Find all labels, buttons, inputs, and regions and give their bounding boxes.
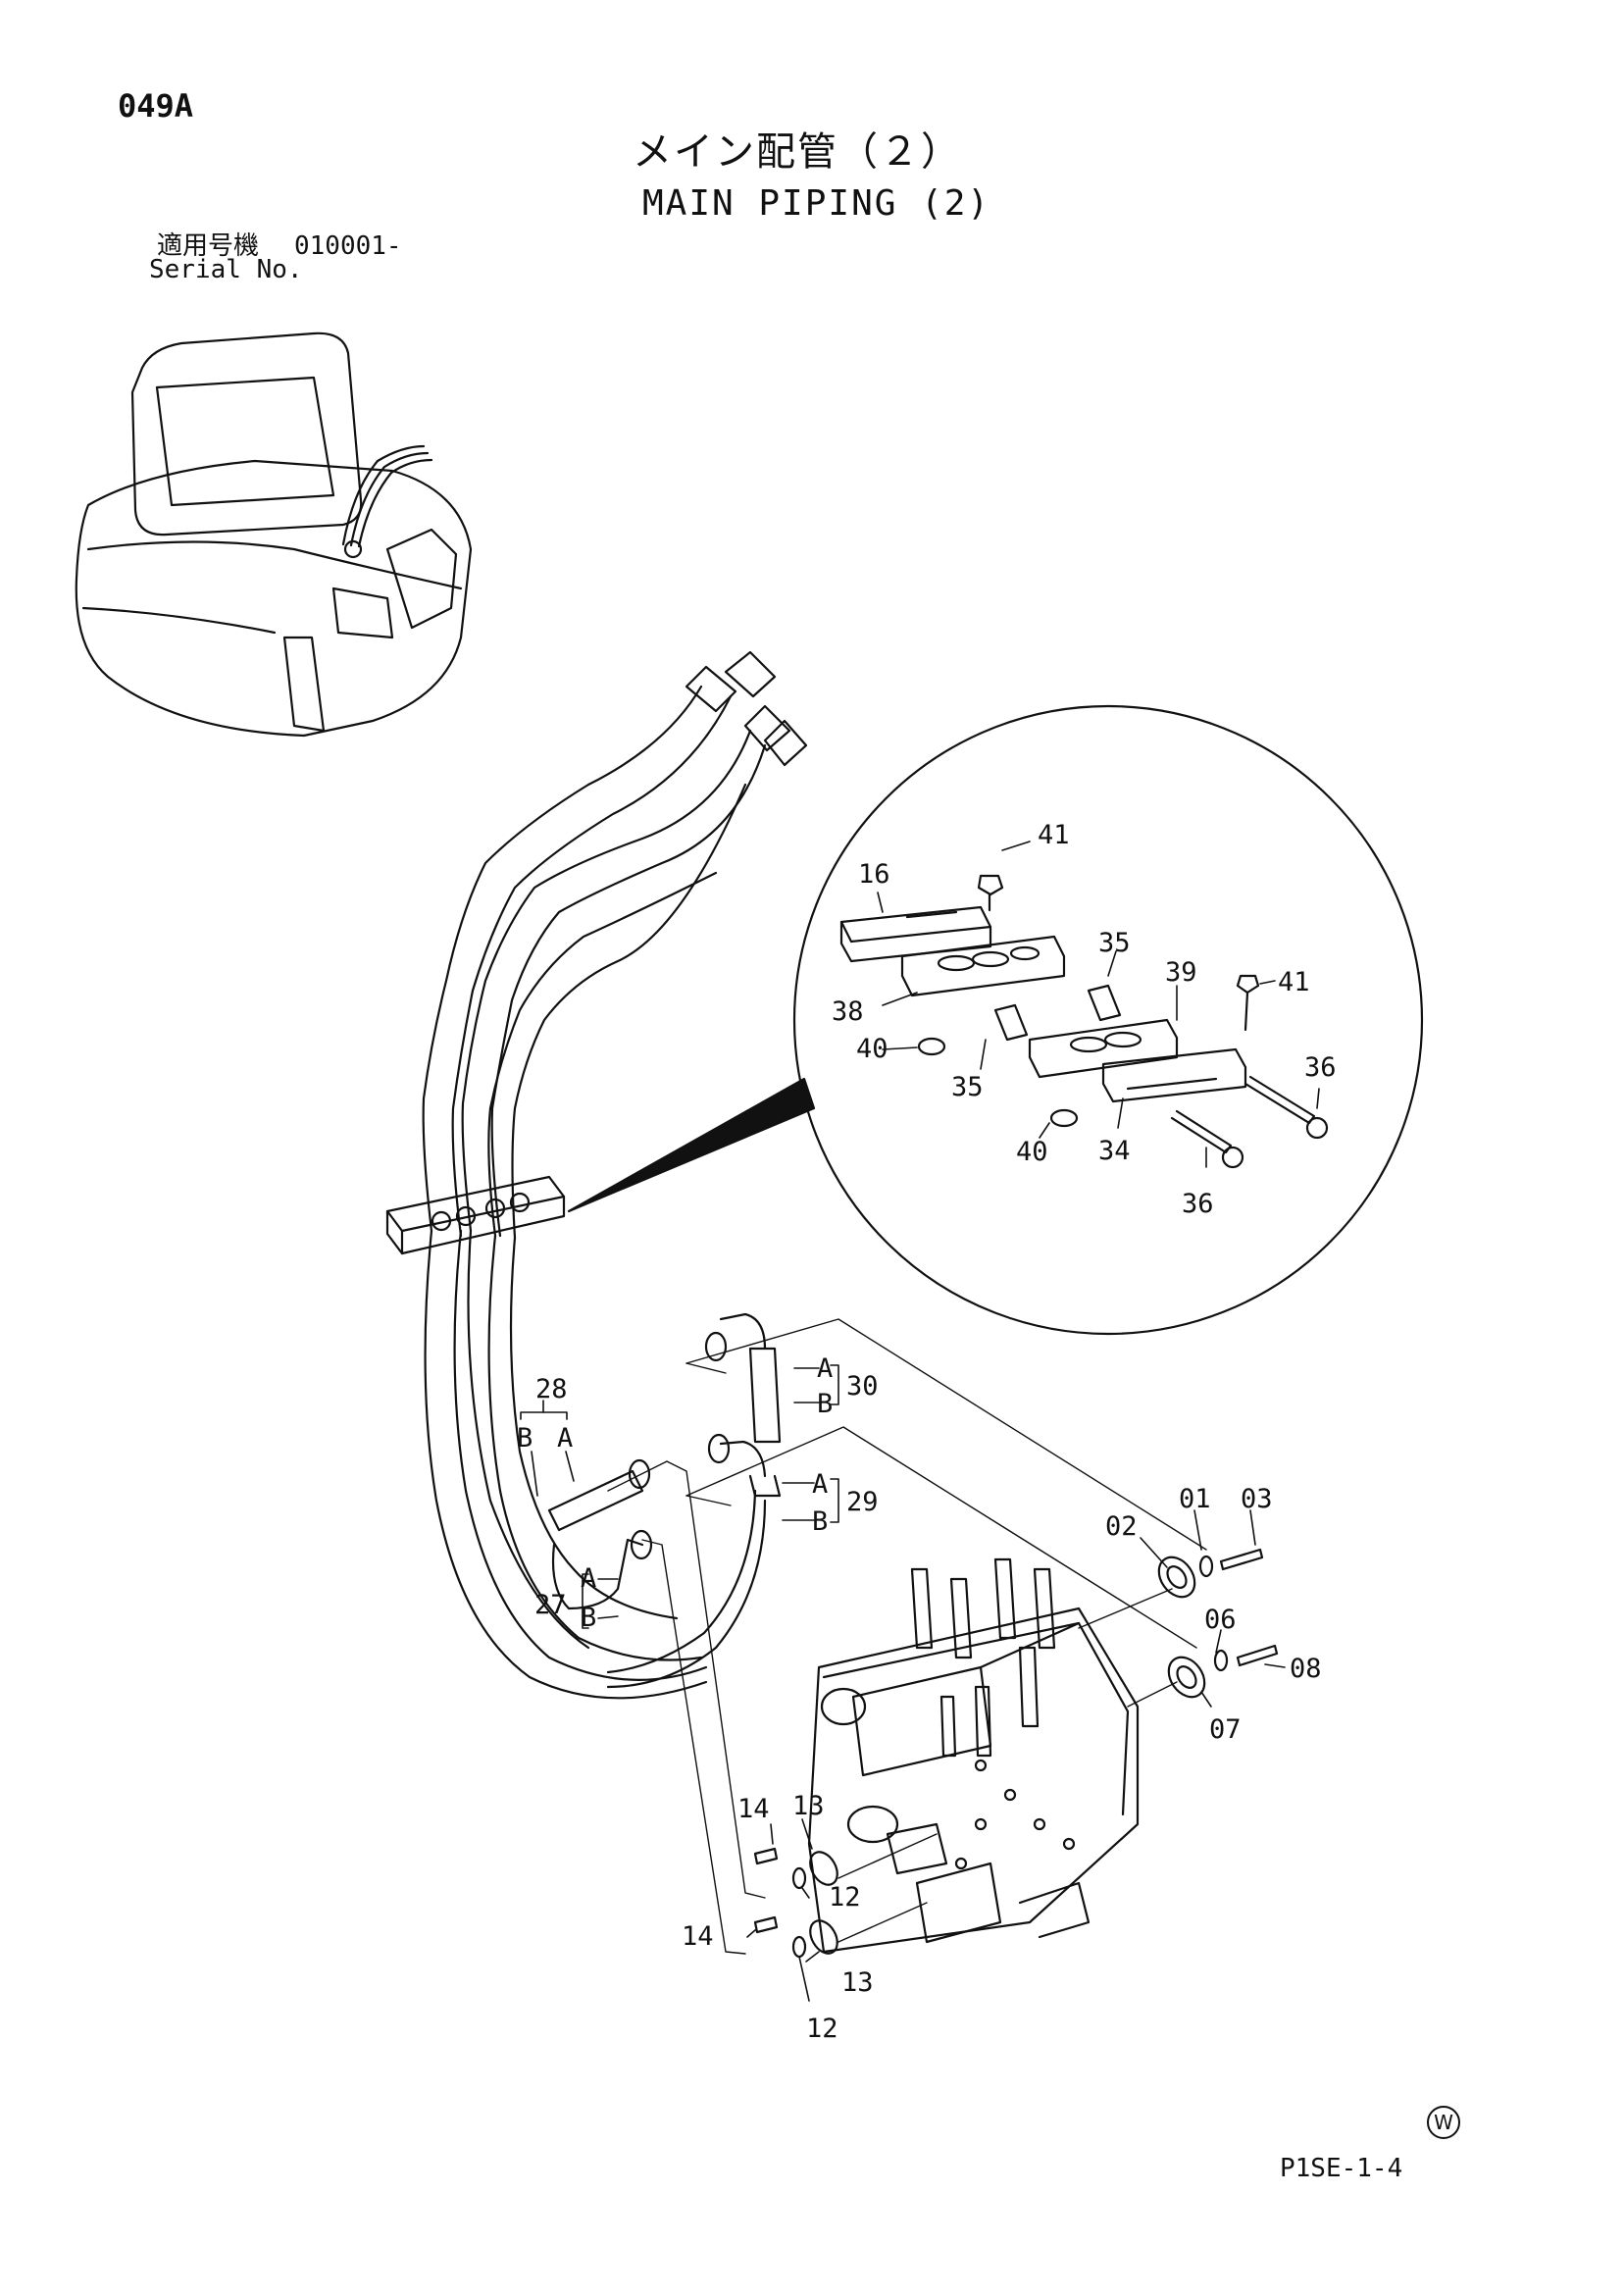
small-flange-fittings xyxy=(753,1847,838,1959)
callout-40-upper: 40 xyxy=(856,1034,888,1064)
callout-06: 06 xyxy=(1204,1605,1237,1635)
callout-16: 16 xyxy=(858,859,890,890)
hose-clamp-assembly xyxy=(385,1175,566,1255)
hose-bundle xyxy=(422,650,808,1700)
callout-13-upper: 13 xyxy=(792,1791,825,1821)
serial-label-japanese: 適用号機 xyxy=(157,231,260,261)
callout-13-lower: 13 xyxy=(841,1967,874,1998)
callout-03: 03 xyxy=(1241,1484,1273,1514)
callout-38: 38 xyxy=(832,996,864,1027)
document-code: P1SE-1-4 xyxy=(1280,2154,1403,2183)
callout-12-upper: 12 xyxy=(829,1882,861,1913)
control-valve-assembly xyxy=(807,1557,1140,1954)
machine-overview-illustration xyxy=(75,332,473,738)
callout-08: 08 xyxy=(1290,1654,1322,1684)
callout-27-port-a: A xyxy=(581,1563,596,1594)
callout-41-lower: 41 xyxy=(1278,967,1310,997)
callout-28: 28 xyxy=(535,1374,568,1404)
callout-40-lower: 40 xyxy=(1016,1137,1048,1167)
connection-guide-lines xyxy=(607,1318,1207,1955)
callout-34: 34 xyxy=(1098,1136,1131,1166)
serial-label-english: Serial No. xyxy=(149,255,303,284)
manufacturer-mark: W xyxy=(1427,2106,1460,2139)
callout-36-upper: 36 xyxy=(1304,1052,1337,1083)
title-japanese: メイン配管（２） xyxy=(633,129,962,175)
callout-29-port-b: B xyxy=(812,1506,828,1537)
callout-41-upper: 41 xyxy=(1038,820,1070,850)
callout-02: 02 xyxy=(1105,1511,1138,1542)
detail-view-circle xyxy=(792,704,1424,1336)
callout-leaders xyxy=(520,1364,1286,2002)
title-english: MAIN PIPING (2) xyxy=(642,183,991,224)
callout-27-port-b: B xyxy=(581,1603,596,1633)
callout-35-upper: 35 xyxy=(1098,928,1131,958)
callout-27: 27 xyxy=(534,1590,567,1620)
callout-30-port-b: B xyxy=(817,1389,833,1419)
detail-leader-wedge xyxy=(567,1077,816,1213)
callout-30-port-a: A xyxy=(817,1353,833,1384)
hose-fittings xyxy=(547,1312,782,1610)
detail-leader-lines xyxy=(877,841,1320,1168)
flange-fittings xyxy=(1157,1548,1279,1699)
callout-labels: 41 16 35 39 41 38 36 40 35 40 34 36 28 B… xyxy=(517,820,1337,2044)
callout-36-lower: 36 xyxy=(1182,1189,1214,1219)
callout-12-lower: 12 xyxy=(806,2014,838,2044)
callout-28-port-b: B xyxy=(517,1423,533,1454)
callout-07: 07 xyxy=(1209,1714,1242,1745)
callout-39: 39 xyxy=(1165,957,1197,988)
callout-01: 01 xyxy=(1179,1484,1211,1514)
callout-14-upper: 14 xyxy=(737,1794,770,1824)
page-number: 049A xyxy=(118,87,194,125)
callout-30: 30 xyxy=(846,1371,879,1402)
callout-28-port-a: A xyxy=(557,1423,573,1454)
serial-number-range: 010001- xyxy=(294,231,402,261)
callout-14-lower: 14 xyxy=(682,1921,714,1952)
callout-35-lower: 35 xyxy=(951,1072,984,1102)
detail-clamp-parts xyxy=(839,874,1329,1169)
callout-29: 29 xyxy=(846,1487,879,1517)
callout-29-port-a: A xyxy=(812,1469,828,1500)
